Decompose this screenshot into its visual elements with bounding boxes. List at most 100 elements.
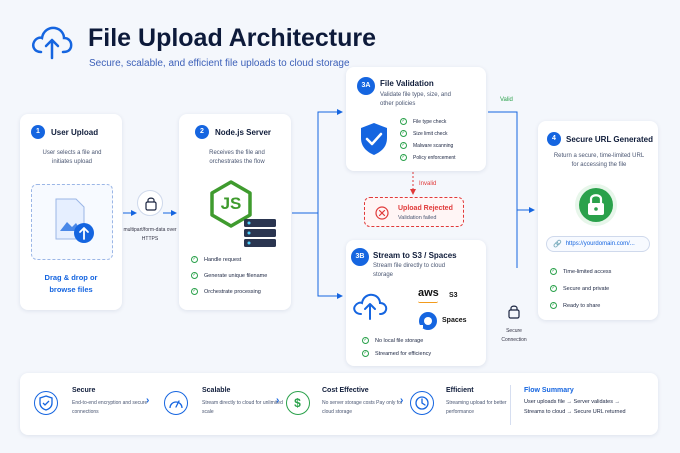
- url-link-pill[interactable]: 🔗 https://yourdomain.com/...: [546, 236, 650, 252]
- check-icon: ✓: [550, 302, 557, 309]
- feature-title: Scalable: [202, 387, 231, 394]
- upload-rejected-box: Upload Rejected Validation failed: [364, 197, 464, 227]
- server-rack-icon: [244, 219, 276, 247]
- card-title: File Validation: [380, 79, 434, 88]
- check-icon: ✓: [191, 256, 198, 263]
- check-icon: ✓: [400, 142, 407, 149]
- card-title: User Upload: [51, 128, 99, 137]
- flow-summary-line2: Streams to cloud → Secure URL returned: [524, 409, 626, 415]
- shield-check-icon: [39, 395, 53, 411]
- card-description: Return a secure, time-limited URL for ac…: [553, 153, 645, 168]
- nodejs-logo-icon: [210, 180, 252, 228]
- spaces-label: Spaces: [442, 317, 467, 324]
- check-icon: ✓: [362, 337, 369, 344]
- step-badge: 3A: [357, 77, 375, 95]
- card-description: Stream file directly to cloud storage: [373, 263, 446, 278]
- check-item: ✓Size limit check: [400, 130, 448, 137]
- page-subtitle: Secure, scalable, and efficient file upl…: [89, 58, 350, 69]
- check-icon: ✓: [400, 118, 407, 125]
- s3-label: S3: [449, 292, 458, 299]
- step-badge: 3B: [351, 248, 369, 266]
- drag-drop-link[interactable]: Drag & drop or browse files: [44, 273, 98, 294]
- flow-summary-title: Flow Summary: [524, 387, 574, 394]
- card-title: Stream to S3 / Spaces: [373, 251, 457, 260]
- feature-icon-circle: [410, 391, 434, 415]
- clock-icon: [415, 396, 429, 410]
- feature-title: Secure: [72, 387, 96, 394]
- check-item: ✓Time-limited access: [550, 268, 612, 275]
- card-title: Node.js Server: [215, 128, 272, 137]
- card-description: User selects a file and initiates upload: [42, 150, 102, 165]
- step-badge: 1: [31, 125, 45, 139]
- card-user-upload: 1 User Upload User selects a file and in…: [20, 114, 122, 310]
- footer-features-bar: Secure End-to-end encryption and secure …: [20, 373, 658, 435]
- secure-connection-label: Secure Connection: [501, 328, 527, 343]
- drop-zone[interactable]: [31, 184, 113, 260]
- link-icon: 🔗: [553, 241, 562, 248]
- arrow-server-to-validation: [292, 109, 343, 214]
- card-title: Secure URL Generated: [566, 135, 653, 144]
- check-icon: ✓: [550, 268, 557, 275]
- check-icon: ✓: [550, 285, 557, 292]
- check-item: ✓Malware scanning: [400, 142, 454, 149]
- check-icon: ✓: [362, 350, 369, 357]
- chevron-right-icon: ›: [400, 395, 404, 406]
- header-logo: [30, 22, 74, 62]
- step-badge: 4: [547, 132, 561, 146]
- url-text: https://yourdomain.com/...: [565, 241, 635, 247]
- feature-icon-circle: [34, 391, 58, 415]
- arrow-server-to-stream: [317, 213, 343, 299]
- feature-desc: End-to-end encryption and secure connect…: [72, 400, 148, 415]
- check-icon: ✓: [400, 154, 407, 161]
- lock-icon: [145, 197, 157, 211]
- feature-desc: No server storage costs Pay only for clo…: [322, 400, 403, 415]
- check-item: ✓Orchestrate processing: [191, 288, 261, 295]
- check-item: ✓Streamed for efficiency: [362, 350, 432, 357]
- page-title: File Upload Architecture: [88, 24, 377, 52]
- cloud-upload-icon: [32, 26, 73, 60]
- check-icon: ✓: [191, 288, 198, 295]
- aws-underline: [418, 301, 438, 303]
- check-item: ✓Secure and private: [550, 285, 610, 292]
- lock-icon: [508, 305, 520, 319]
- check-item: ✓Policy enforcement: [400, 154, 456, 161]
- dollar-icon: $: [294, 396, 301, 410]
- chevron-right-icon: ›: [146, 395, 150, 406]
- check-item: ✓Handle request: [191, 256, 242, 263]
- feature-desc: Streaming upload for better performance: [446, 400, 507, 415]
- rejected-desc: Validation failed: [398, 215, 437, 221]
- feature-icon-circle: $: [286, 391, 310, 415]
- check-icon: ✓: [191, 272, 198, 279]
- valid-label: Valid: [500, 97, 513, 103]
- arrow-validation-to-url: [488, 111, 535, 213]
- transfer-label: multipart/form-data over HTTPS: [123, 227, 177, 242]
- gauge-icon: [169, 400, 183, 409]
- card-file-validation: 3A File Validation Validate file type, s…: [346, 67, 486, 171]
- check-icon: ✓: [400, 130, 407, 137]
- nodejs-logo-text: JS: [220, 194, 242, 213]
- check-item: ✓No local file storage: [362, 337, 424, 344]
- secure-lock-icon: [575, 184, 617, 226]
- lock-circle: [137, 190, 163, 216]
- do-spaces-icon: [419, 312, 437, 330]
- check-item: ✓Ready to share: [550, 302, 601, 309]
- chevron-right-icon: ›: [276, 395, 280, 406]
- error-x-icon: [375, 206, 389, 220]
- check-item: ✓Generate unique filename: [191, 272, 268, 279]
- card-node-server: 2 Node.js Server Receives the file and o…: [179, 114, 291, 310]
- feature-icon-circle: [164, 391, 188, 415]
- rejected-title: Upload Rejected: [398, 205, 453, 212]
- feature-title: Cost Effective: [322, 387, 369, 394]
- card-stream-storage: 3B Stream to S3 / Spaces Stream file dir…: [346, 240, 486, 366]
- footer-divider: [510, 385, 511, 425]
- card-description: Receives the file and orchestrates the f…: [209, 150, 265, 165]
- feature-desc: Stream directly to cloud for unlimited s…: [202, 400, 283, 415]
- flow-summary-line1: User uploads file → Server validates →: [524, 399, 620, 405]
- card-secure-url: 4 Secure URL Generated Return a secure, …: [538, 121, 658, 320]
- invalid-label: Invalid: [419, 181, 437, 187]
- feature-title: Efficient: [446, 387, 474, 394]
- shield-check-icon: [361, 123, 387, 155]
- card-description: Validate file type, size, and other poli…: [380, 92, 451, 107]
- cloud-upload-icon: [353, 293, 388, 320]
